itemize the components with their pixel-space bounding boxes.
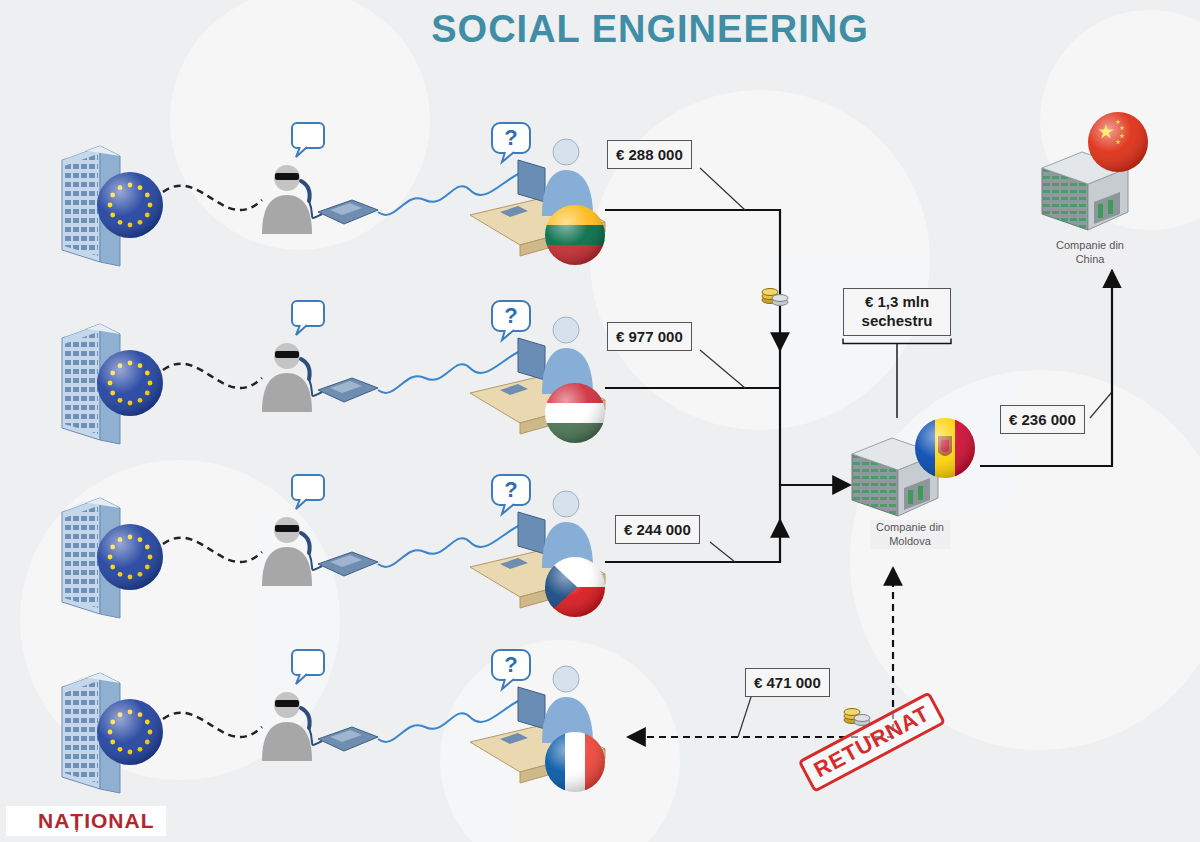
seizure-box: € 1,3 mln sechestru (843, 288, 951, 336)
moldova-flag (915, 418, 975, 478)
question-mark: ? (504, 127, 517, 149)
illustration-part (1090, 392, 1112, 418)
illustration-part (710, 542, 735, 562)
question-mark: ? (504, 654, 517, 676)
amount-box: € 288 000 (607, 140, 692, 169)
node-text: € 236 000 (1009, 411, 1076, 428)
company-node: Companie din China (1035, 110, 1145, 267)
illustration-part (738, 694, 752, 737)
question-mark: ? (504, 305, 517, 327)
background-circles (20, 0, 1200, 842)
attack-row (62, 650, 605, 793)
illustration-part (780, 485, 850, 525)
illustration-part (605, 210, 780, 350)
illustration-part (850, 370, 1200, 750)
watermark: NAȚIONAL (8, 806, 163, 836)
illustration-part (590, 90, 930, 430)
amount-box: € 977 000 (607, 322, 692, 351)
attack-row (62, 123, 605, 266)
logo-mark (6, 806, 166, 836)
flags (545, 205, 605, 792)
illustration-part (779, 345, 781, 485)
attack-rows (62, 123, 605, 793)
coins-icon (762, 289, 788, 306)
illustration-part (6, 806, 166, 836)
node-text: Companie din China (1050, 238, 1130, 267)
illustration-part (545, 205, 605, 265)
illustration-part (700, 168, 745, 210)
amount-box: € 236 000 (1000, 405, 1085, 434)
node-text: € 1,3 mln sechestru (852, 293, 942, 331)
node-text: € 977 000 (616, 328, 683, 345)
amount-box: € 471 000 (745, 668, 830, 697)
coins-icon (844, 709, 870, 726)
node-text: € 471 000 (754, 674, 821, 691)
company-node: Companie din Moldova (840, 418, 980, 549)
illustration-part (545, 383, 605, 443)
illustration-part (605, 387, 780, 389)
flow-arrow (980, 271, 1112, 466)
returned-stamp: RETURNAT (798, 691, 947, 793)
attack-row (62, 301, 605, 444)
attack-row (62, 475, 605, 618)
question-mark: ? (504, 479, 517, 501)
illustration-part (1040, 10, 1200, 230)
bracket-connector (843, 339, 951, 419)
amount-box: € 244 000 (615, 515, 700, 544)
node-text: € 288 000 (616, 146, 683, 163)
illustration-part (545, 557, 605, 617)
illustration-part (545, 732, 605, 792)
illustration-part (628, 568, 893, 737)
diagram-title: SOCIAL ENGINEERING (0, 8, 1200, 51)
node-text: € 244 000 (624, 521, 691, 538)
node-text: Companie din Moldova (870, 520, 950, 549)
illustration-part (700, 350, 745, 388)
china-flag (1088, 112, 1148, 172)
